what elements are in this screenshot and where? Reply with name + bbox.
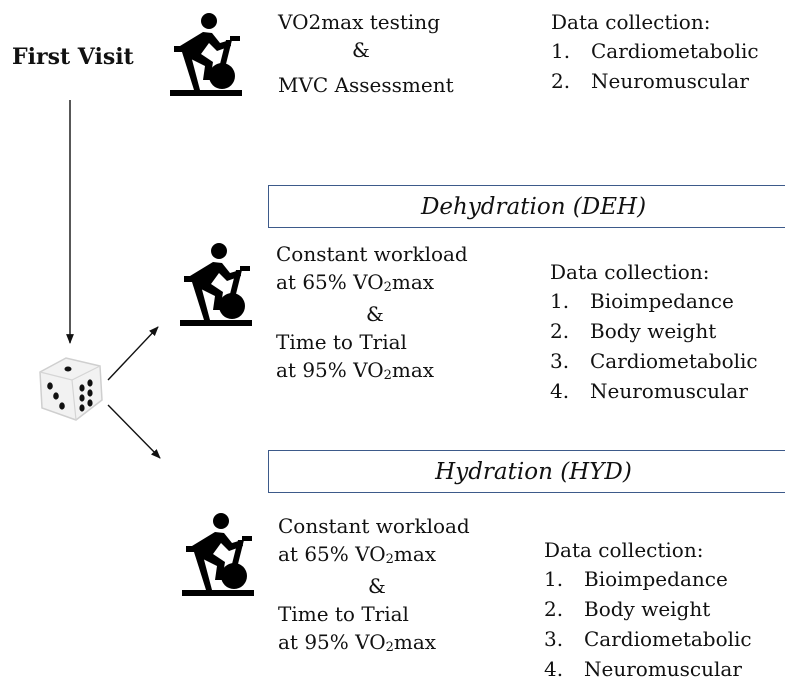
first-visit-label: First Visit	[12, 44, 134, 70]
ampersand: &	[352, 38, 370, 62]
data-collection-title: Data collection:	[551, 10, 711, 34]
list-item: 1.Bioimpedance	[544, 567, 728, 591]
protocol-line: at 95% VO2max	[278, 630, 437, 655]
protocol-line: Time to Trial	[278, 602, 409, 626]
protocol-line: Time to Trial	[276, 330, 407, 354]
list-item: 2.Body weight	[544, 597, 711, 621]
list-item: 3.Cardiometabolic	[544, 627, 752, 651]
list-item: 1.Cardiometabolic	[551, 39, 759, 63]
data-collection-title: Data collection:	[544, 538, 704, 562]
dehydration-header: Dehydration (DEH)	[268, 185, 785, 228]
hydration-protocol: Constant workload at 65% VO2max & Time t…	[278, 512, 470, 660]
ampersand: &	[366, 302, 384, 326]
hydration-header: Hydration (HYD)	[268, 450, 785, 493]
protocol-line: Constant workload	[278, 514, 470, 538]
list-item: 3.Cardiometabolic	[550, 349, 758, 373]
list-item: 2.Body weight	[550, 319, 717, 343]
ampersand: &	[368, 574, 386, 598]
hydration-data-collection: Data collection: 1.Bioimpedance 2.Body w…	[544, 536, 752, 684]
arrow-to-dehydration	[107, 326, 159, 381]
list-item: 2.Neuromuscular	[551, 69, 749, 93]
protocol-line: at 65% VO2max	[278, 542, 437, 567]
protocol-line: Constant workload	[276, 242, 468, 266]
dehydration-protocol: Constant workload at 65% VO2max & Time t…	[276, 240, 468, 388]
arrow-to-hydration	[107, 404, 161, 459]
stationary-bike-icon	[182, 513, 254, 596]
dice-icon	[39, 357, 103, 421]
list-item: 4.Neuromuscular	[544, 657, 742, 681]
data-collection-title: Data collection:	[550, 260, 710, 284]
mvc-assessment-text: MVC Assessment	[278, 73, 454, 97]
protocol-line: at 95% VO2max	[276, 358, 435, 383]
first-visit-data-collection: Data collection: 1.Cardiometabolic 2.Neu…	[551, 8, 759, 96]
list-item: 1.Bioimpedance	[550, 289, 734, 313]
stationary-bike-icon	[180, 243, 252, 326]
stationary-bike-icon	[170, 13, 242, 96]
vo2max-testing-text: VO2max testing	[278, 10, 440, 34]
protocol-line: at 65% VO2max	[276, 270, 435, 295]
dehydration-data-collection: Data collection: 1.Bioimpedance 2.Body w…	[550, 258, 758, 406]
list-item: 4.Neuromuscular	[550, 379, 748, 403]
